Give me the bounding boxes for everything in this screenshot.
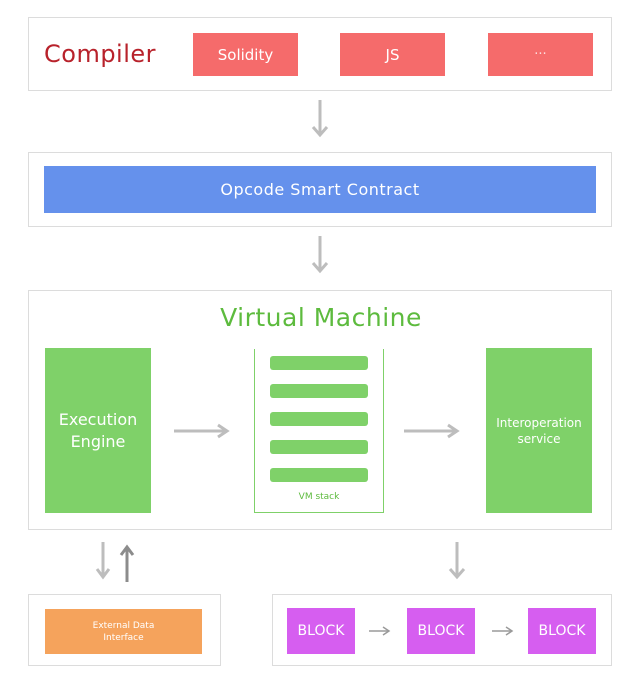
vm-stack-slot <box>270 356 368 370</box>
arrow-down-vm-to-external <box>95 542 111 580</box>
language-solidity: Solidity <box>193 33 298 76</box>
arrow-right-stack-to-interop <box>404 423 460 439</box>
vm-stack-slot <box>270 440 368 454</box>
vm-stack: VM stack <box>254 349 384 513</box>
compiler-title: Compiler <box>44 40 157 68</box>
arrow-down-vm-to-blocks <box>448 542 466 580</box>
external-data-interface-box: External Data Interface <box>45 609 202 654</box>
virtual-machine-panel: Virtual Machine Execution Engine VM stac… <box>28 290 612 530</box>
opcode-smart-contract-bar: Opcode Smart Contract <box>44 166 596 213</box>
vm-stack-label: VM stack <box>298 492 340 502</box>
arrow-right-block-2-to-3 <box>492 626 514 636</box>
arrow-down-compiler-to-opcode <box>311 100 329 138</box>
vm-stack-slot <box>270 468 368 482</box>
vm-title: Virtual Machine <box>220 303 422 332</box>
block-1: BLOCK <box>287 608 355 654</box>
arrow-right-block-1-to-2 <box>369 626 391 636</box>
opcode-panel: Opcode Smart Contract <box>28 152 612 227</box>
block-2: BLOCK <box>407 608 475 654</box>
arrow-down-opcode-to-vm <box>311 236 329 274</box>
arrow-up-external-to-vm <box>119 544 135 582</box>
compiler-panel: Compiler Solidity JS ··· <box>28 17 612 91</box>
arrow-right-engine-to-stack <box>174 423 230 439</box>
vm-stack-slot <box>270 384 368 398</box>
block-3: BLOCK <box>528 608 596 654</box>
interoperation-service-box: Interoperation service <box>486 348 592 513</box>
external-data-panel: External Data Interface <box>28 594 221 666</box>
vm-stack-slot <box>270 412 368 426</box>
execution-engine-box: Execution Engine <box>45 348 151 513</box>
language-more: ··· <box>488 33 593 76</box>
language-js: JS <box>340 33 445 76</box>
blocks-panel: BLOCK BLOCK BLOCK <box>272 594 612 666</box>
